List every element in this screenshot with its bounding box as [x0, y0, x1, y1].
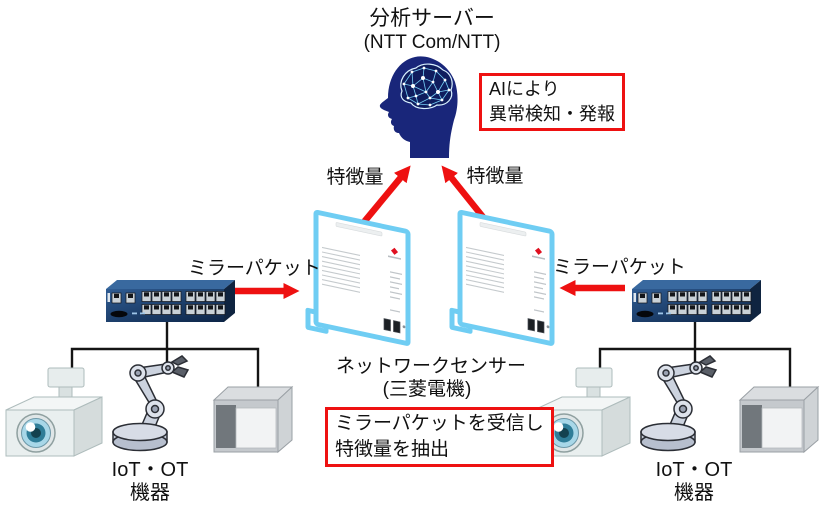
iot-ot-label-left: IoT・OT 機器: [92, 459, 208, 505]
feature-label-right: 特徴量: [466, 166, 524, 187]
ai-detection-callout: AIにより 異常検知・発報: [479, 73, 625, 131]
analysis-server-subtitle: (NTT Com/NTT): [363, 32, 501, 53]
mirror-packet-label-left: ミラーパケット: [188, 258, 321, 279]
factory-machine-right-icon: [739, 386, 819, 453]
mirror-packet-callout-line2: 特徴量を抽出: [335, 439, 450, 460]
analysis-server-title: 分析サーバー: [369, 7, 495, 30]
iot-ot-label-right: IoT・OT 機器: [636, 459, 752, 505]
mirror-packet-label-right: ミラーパケット: [553, 257, 686, 278]
iot-ot-label-right-line1: IoT・OT: [655, 459, 733, 481]
robot-arm-left-icon: [112, 355, 189, 452]
mirror-packet-callout-line1: ミラーパケットを受信し: [335, 413, 544, 434]
network-sensor-vendor: (三菱電機): [382, 379, 472, 400]
network-sensor-left-icon: [308, 210, 408, 348]
network-sensor-title: ネットワークセンサー: [335, 356, 526, 377]
robot-arm-right-icon: [640, 355, 717, 452]
network-connector-lines: [70, 320, 792, 387]
factory-machine-left-icon: [213, 386, 293, 453]
network-sensor-right-icon: [452, 210, 552, 348]
ai-detection-callout-line2: 異常検知・発報: [489, 104, 615, 124]
ethernet-switch-right-icon: [632, 280, 761, 322]
ethernet-switch-left-icon: [106, 280, 235, 322]
feature-arrow-left-icon: [361, 165, 411, 225]
iot-ot-label-left-line1: IoT・OT: [111, 459, 189, 481]
ai-detection-callout-line1: AIにより: [489, 79, 560, 99]
iot-ot-label-left-line2: 機器: [130, 482, 170, 504]
ai-brain-head-icon: [379, 55, 459, 159]
iot-ot-label-right-line2: 機器: [674, 482, 714, 504]
cctv-camera-left-icon: [5, 367, 103, 457]
feature-label-left: 特徴量: [326, 167, 384, 188]
mirror-packet-callout: ミラーパケットを受信し 特徴量を抽出: [325, 407, 554, 467]
